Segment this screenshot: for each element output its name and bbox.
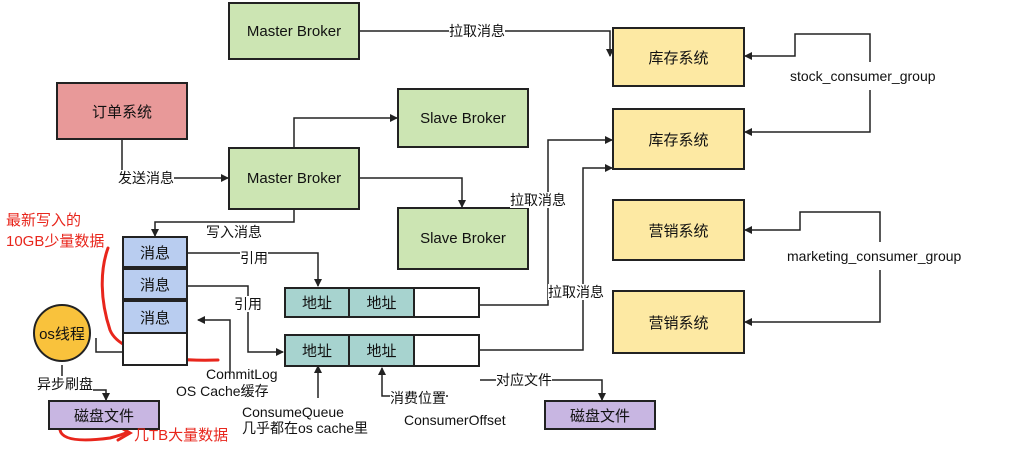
- order-system-box: 订单系统: [56, 82, 188, 140]
- message-cell-label: 消息: [139, 244, 170, 262]
- message-cell: 消息: [122, 236, 188, 268]
- edge-pull-to-marketing2: [480, 164, 613, 351]
- marketing-system-2-label: 营销系统: [648, 314, 709, 332]
- disk-file-right-label: 磁盘文件: [569, 407, 630, 425]
- inventory-system-1: 库存系统: [612, 27, 745, 87]
- pull-message-label-mid: 拉取消息: [510, 192, 566, 208]
- annotation-latest-written: 最新写入的: [6, 212, 82, 229]
- address-cell: 地址: [348, 334, 415, 367]
- master-broker-top: Master Broker: [228, 2, 360, 60]
- slave-broker-top: Slave Broker: [397, 88, 529, 148]
- reference-label-2: 引用: [234, 296, 262, 312]
- edge-top-master-to-inventory1: [360, 30, 614, 57]
- message-cell: 消息: [122, 268, 188, 300]
- corresponding-file-label: 对应文件: [496, 372, 552, 388]
- inventory-system-2: 库存系统: [612, 108, 745, 170]
- annotation-several-tb: 几TB大量数据: [134, 427, 229, 444]
- edge-marketing-group-2: [744, 270, 881, 326]
- red-tb-arrow-stroke: [58, 428, 130, 442]
- slave-broker-bottom-label: Slave Broker: [420, 230, 506, 247]
- edge-osthread: [95, 338, 122, 353]
- master-broker-top-label: Master Broker: [246, 22, 342, 40]
- edge-ref-1: [188, 252, 322, 287]
- send-message-label: 发送消息: [118, 170, 174, 186]
- edge-pull-to-inventory2: [480, 136, 613, 306]
- address-cell-empty: [413, 287, 480, 318]
- address-cell: 地址: [284, 334, 350, 367]
- address-cell-empty: [413, 334, 480, 367]
- annotation-almost-in-cache: 几乎都在os cache里: [242, 420, 369, 436]
- reference-label-1: 引用: [240, 250, 268, 266]
- inventory-system-1-label: 库存系统: [648, 49, 709, 67]
- commitlog-label: CommitLog: [206, 366, 278, 382]
- stock-consumer-group-label: stock_consumer_group: [790, 68, 936, 84]
- address-cell-label: 地址: [301, 295, 332, 312]
- pull-message-label-low: 拉取消息: [548, 284, 604, 300]
- address-cell: 地址: [348, 287, 415, 318]
- pull-message-label-top: 拉取消息: [449, 23, 505, 39]
- address-cell: 地址: [284, 287, 350, 318]
- edge-master-to-messages: [151, 210, 295, 237]
- consumer-offset-label: ConsumerOffset: [404, 412, 506, 428]
- os-thread-label: os线程: [39, 325, 85, 343]
- edge-marketing-group-1: [744, 211, 881, 242]
- edge-stock-group-2: [744, 90, 871, 136]
- marketing-system-1: 营销系统: [612, 199, 745, 261]
- os-cache-label: OS Cache缓存: [176, 383, 269, 399]
- edge-ref-2: [188, 285, 284, 356]
- async-flush-label: 异步刷盘: [37, 376, 93, 392]
- edge-stock-group-1: [744, 33, 871, 62]
- os-thread-circle: os线程: [33, 304, 91, 362]
- master-broker-mid-label: Master Broker: [246, 170, 342, 187]
- write-message-label: 写入消息: [206, 224, 262, 240]
- order-system-label: 订单系统: [91, 103, 152, 121]
- marketing-system-2: 营销系统: [612, 290, 745, 354]
- consumequeue-label: ConsumeQueue: [242, 404, 344, 420]
- message-cell-label: 消息: [139, 309, 170, 327]
- marketing-system-1-label: 营销系统: [648, 222, 709, 240]
- address-cell-label: 地址: [301, 343, 332, 360]
- annotation-ten-gb: 10GB少量数据: [6, 233, 105, 250]
- message-cell-label: 消息: [139, 276, 170, 294]
- slave-broker-top-label: Slave Broker: [420, 109, 506, 127]
- inventory-system-2-label: 库存系统: [648, 131, 709, 149]
- address-cell-label: 地址: [366, 295, 397, 312]
- disk-file-right: 磁盘文件: [544, 400, 656, 430]
- message-cell: 消息: [122, 300, 188, 334]
- marketing-consumer-group-label: marketing_consumer_group: [787, 248, 962, 264]
- edge-commitlog-ref: [197, 316, 231, 372]
- slave-broker-bottom: Slave Broker: [397, 207, 529, 270]
- disk-file-left-label: 磁盘文件: [73, 407, 134, 425]
- edge-master-to-slave-bottom: [360, 177, 466, 208]
- address-cell-label: 地址: [366, 343, 397, 360]
- consume-position-label: 消费位置: [390, 390, 446, 406]
- edge-master-to-slave-top: [293, 114, 398, 147]
- master-broker-mid: Master Broker: [228, 147, 360, 210]
- disk-file-left: 磁盘文件: [48, 400, 160, 430]
